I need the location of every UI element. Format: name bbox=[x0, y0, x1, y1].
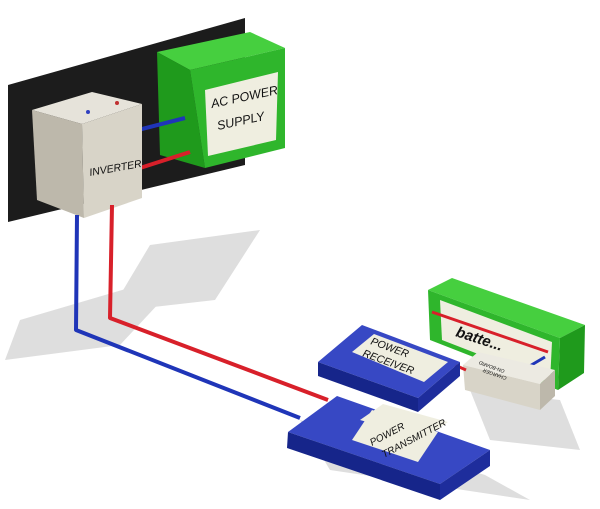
inverter-pad-wires bbox=[74, 204, 329, 420]
inverter-supply-wires bbox=[137, 116, 191, 170]
inverter: INVERTER bbox=[32, 92, 143, 218]
ac-power-supply: AC POWER SUPPLY bbox=[157, 32, 285, 168]
power-transmitter: POWER TRANSMITTER bbox=[287, 396, 490, 500]
on-board-charger: ON-BOARD CHARGER bbox=[463, 352, 555, 410]
power-receiver: POWER RECEIVER bbox=[318, 325, 460, 412]
